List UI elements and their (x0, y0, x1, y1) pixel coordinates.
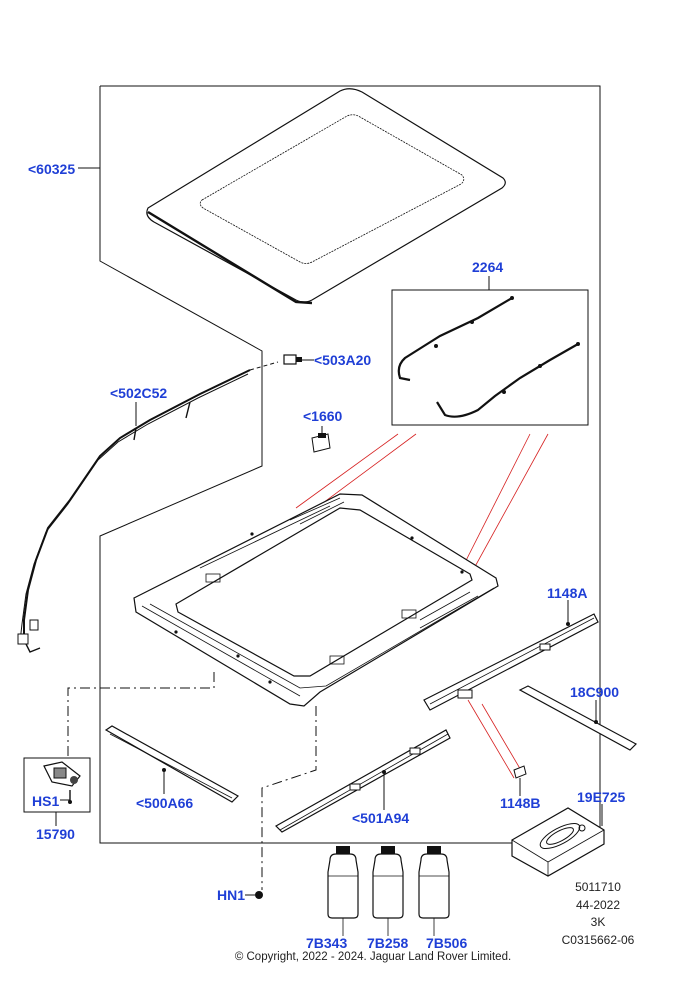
drawing-revision: 3K (591, 915, 606, 929)
label-7b506[interactable]: 7B506 (426, 935, 467, 951)
connector-part[interactable] (283, 354, 302, 365)
callout-labels: <60325 <502C52 <503A20 <1660 2264 1148A … (28, 161, 625, 951)
label-18c900[interactable]: 18C900 (570, 684, 619, 700)
fluid-bottle-3[interactable] (418, 846, 450, 936)
drawing-metadata: 5011710 44-2022 3K C0315662-06 (562, 880, 635, 947)
label-2264[interactable]: 2264 (472, 259, 503, 275)
repair-kit[interactable] (511, 807, 605, 877)
label-hn1[interactable]: HN1 (217, 887, 245, 903)
left-rail[interactable] (104, 725, 239, 803)
label-hs1[interactable]: HS1 (32, 793, 59, 809)
drawing-date: 44-2022 (576, 898, 620, 912)
clip-part[interactable] (311, 433, 331, 453)
drain-tubes-group[interactable] (391, 289, 589, 426)
label-500a66[interactable]: <500A66 (136, 795, 193, 811)
motor-box[interactable] (23, 757, 91, 813)
seal-18c900[interactable] (518, 685, 637, 751)
drawing-reference: C0315662-06 (562, 933, 635, 947)
sunroof-frame[interactable] (133, 493, 499, 707)
fluid-bottle-2[interactable] (372, 846, 404, 936)
label-60325[interactable]: <60325 (28, 161, 75, 177)
label-1148b[interactable]: 1148B (500, 795, 540, 811)
screw-hn1[interactable] (245, 891, 263, 899)
roof-glass-panel[interactable] (146, 88, 506, 305)
trim-1148a[interactable] (423, 613, 599, 711)
label-7b258[interactable]: 7B258 (367, 935, 408, 951)
callout-leaders (55, 167, 603, 826)
label-503a20[interactable]: <503A20 (314, 352, 371, 368)
right-rail[interactable] (275, 729, 451, 833)
group-frame (99, 85, 601, 844)
label-1660[interactable]: <1660 (303, 408, 343, 424)
label-1148a[interactable]: 1148A (547, 585, 587, 601)
clip-1148b[interactable] (513, 765, 527, 779)
wiring-harness[interactable] (17, 361, 279, 653)
drawing-number: 5011710 (575, 880, 621, 894)
dashed-leaders (67, 672, 317, 890)
label-502c52[interactable]: <502C52 (110, 385, 167, 401)
fluid-bottle-1[interactable] (327, 846, 359, 936)
label-501a94[interactable]: <501A94 (352, 810, 409, 826)
label-7b343[interactable]: 7B343 (306, 935, 347, 951)
label-19e725[interactable]: 19E725 (577, 789, 625, 805)
label-15790[interactable]: 15790 (36, 826, 75, 842)
copyright-notice: © Copyright, 2022 - 2024. Jaguar Land Ro… (235, 951, 511, 963)
